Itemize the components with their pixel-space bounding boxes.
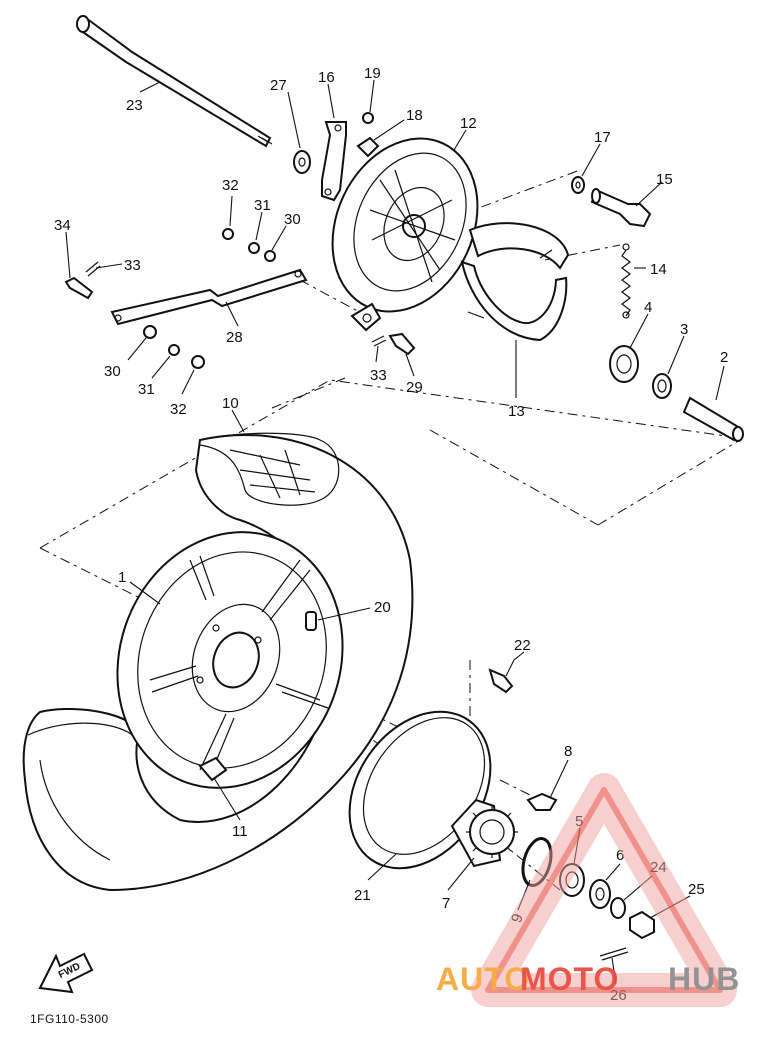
axle-nut-25 <box>629 910 655 940</box>
callout-21: 21 <box>354 887 371 904</box>
callout-11: 11 <box>232 823 248 840</box>
callout-16: 16 <box>318 69 335 86</box>
return-spring <box>621 243 631 319</box>
callout-31-lower: 31 <box>138 381 155 398</box>
callout-25: 25 <box>688 881 705 898</box>
watermark-brand-moto: MOTO <box>520 961 619 997</box>
bolt-8 <box>526 792 558 811</box>
bolt-29 <box>388 332 416 356</box>
callout-1: 1 <box>118 569 126 586</box>
callout-34: 34 <box>54 217 71 234</box>
brake-shoe-plate <box>331 137 479 332</box>
clutch-hub <box>450 798 518 868</box>
callout-8: 8 <box>564 743 572 760</box>
callout-32-lower: 32 <box>170 401 187 418</box>
forward-direction-arrow: FWD <box>38 952 94 994</box>
callout-6: 6 <box>616 847 624 864</box>
callout-27: 27 <box>270 77 287 94</box>
valve-11 <box>198 756 228 782</box>
indicator-plate-18 <box>356 136 380 158</box>
callout-30-lower: 30 <box>104 363 121 380</box>
callout-15: 15 <box>656 171 673 188</box>
brake-cam <box>590 188 652 228</box>
callout-23: 23 <box>126 97 143 114</box>
oil-seal-3 <box>652 373 672 399</box>
tension-bar-bolt-34 <box>64 276 94 300</box>
callout-29: 29 <box>406 379 423 396</box>
reference-code: 1FG110-5300 <box>30 1012 109 1026</box>
watermark-logo: AUTO MOTO HUB <box>436 773 740 1007</box>
axle <box>76 15 273 148</box>
callout-30-upper: 30 <box>284 211 301 228</box>
callout-32-upper: 32 <box>222 177 239 194</box>
callout-2: 2 <box>720 349 728 366</box>
callout-20: 20 <box>374 599 391 616</box>
callout-22: 22 <box>514 637 531 654</box>
tension-bar-hardware <box>143 228 276 369</box>
washer-27 <box>293 150 311 174</box>
oil-seal-6 <box>589 879 611 909</box>
callout-17: 17 <box>594 129 611 146</box>
tension-bar <box>110 268 308 326</box>
watermark-brand-hub: HUB <box>668 961 740 997</box>
callout-19: 19 <box>364 65 381 82</box>
washer-17 <box>571 176 585 194</box>
cotter-pin-33 <box>85 261 387 347</box>
callout-3: 3 <box>680 321 688 338</box>
wheel <box>116 531 344 789</box>
callout-10: 10 <box>222 395 239 412</box>
callout-18: 18 <box>406 107 423 124</box>
bolt-22 <box>488 668 514 694</box>
callout-31-upper: 31 <box>254 197 271 214</box>
callout-33-upper: 33 <box>124 257 141 274</box>
callout-4: 4 <box>644 299 652 316</box>
callout-7: 7 <box>442 895 450 912</box>
callout-12: 12 <box>460 115 477 132</box>
brake-shoes <box>460 222 570 342</box>
callout-28: 28 <box>226 329 243 346</box>
watermark-brand-auto: AUTO <box>436 961 530 997</box>
cam-lever <box>321 121 347 202</box>
collar-2 <box>682 396 744 442</box>
callout-33-lower: 33 <box>370 367 387 384</box>
callout-14: 14 <box>650 261 667 278</box>
washer-24 <box>610 897 626 919</box>
bolt-19 <box>362 112 374 124</box>
callout-13: 13 <box>508 403 525 420</box>
cotter-pin-26 <box>599 947 629 961</box>
bearing-4 <box>609 345 639 383</box>
